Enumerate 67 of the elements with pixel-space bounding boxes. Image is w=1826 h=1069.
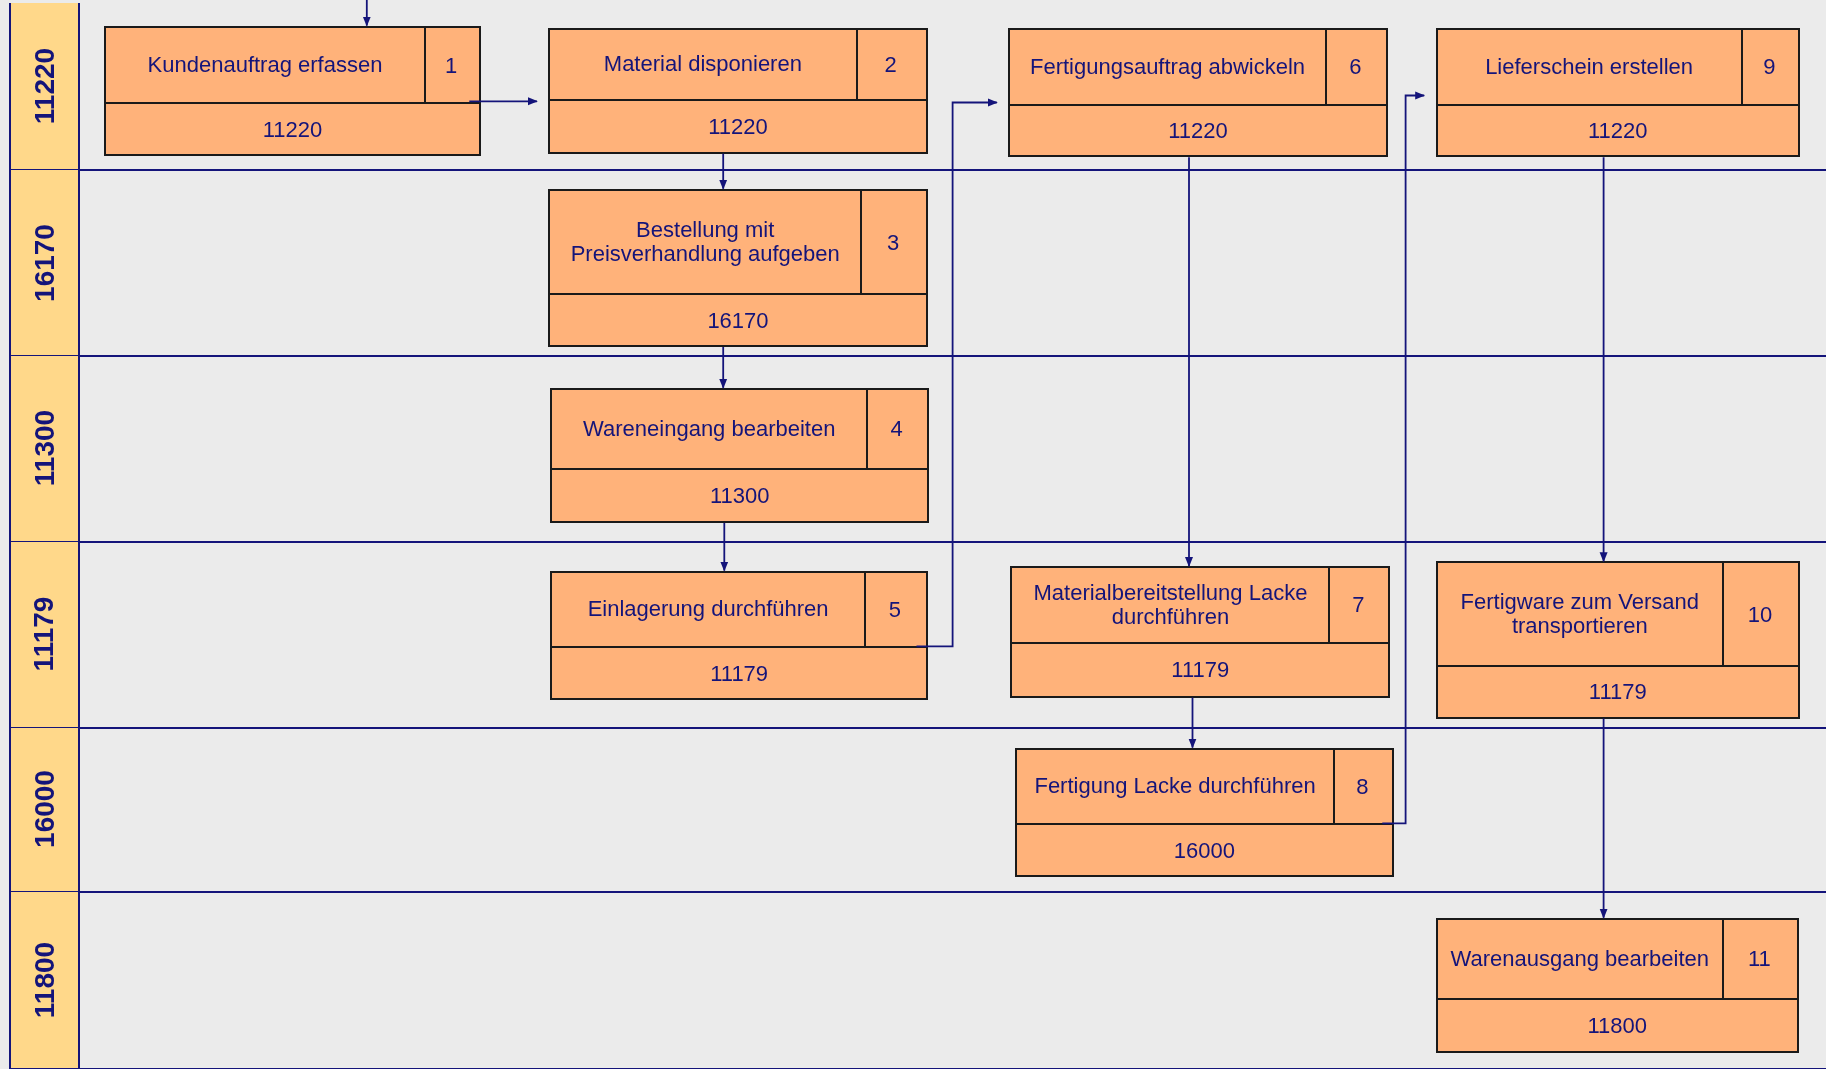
- department-code: 11179: [1171, 656, 1230, 685]
- process-title: Fertigung Lacke durchführen: [1034, 774, 1316, 799]
- process-title: Materialbereitstellung Lacke durchführen: [1032, 580, 1309, 629]
- process-box: [548, 27, 928, 154]
- process-title: Fertigware zum Versand transportieren: [1459, 589, 1700, 639]
- arrow: [1599, 156, 1608, 563]
- process-title: Einlagerung durchführen: [587, 597, 829, 622]
- swimlane: [9, 541, 1826, 729]
- step-number: 2: [884, 50, 897, 79]
- process-box: [550, 387, 929, 523]
- department-code: 11300: [709, 482, 770, 510]
- arrow: [1188, 696, 1197, 749]
- lane-label: 16170: [27, 223, 61, 302]
- process-box: [550, 570, 928, 700]
- step-number: 8: [1356, 772, 1369, 801]
- arrow: [719, 346, 728, 389]
- step-number: 5: [888, 595, 901, 624]
- process-title: Fertigungsauftrag abwickeln: [1029, 54, 1306, 79]
- swimlane: [9, 356, 1826, 543]
- process-title: Wareneingang bearbeiten: [583, 416, 836, 442]
- process-box: [1015, 747, 1394, 877]
- process-title: Kundenauftrag erfassen: [147, 52, 383, 78]
- process-box: [1008, 27, 1388, 158]
- lane-label: 11179: [27, 596, 61, 672]
- step-number: 9: [1763, 53, 1776, 82]
- step-number: 1: [444, 51, 458, 80]
- step-number: 7: [1352, 591, 1365, 620]
- process-title: Material disponieren: [603, 52, 802, 77]
- process-box: [1435, 27, 1801, 158]
- step-number: 10: [1747, 600, 1773, 629]
- department-code: 16170: [707, 306, 769, 335]
- process-title: Warenausgang bearbeiten: [1450, 946, 1709, 971]
- arrow: [1185, 156, 1193, 567]
- step-number: 6: [1349, 53, 1362, 82]
- arrow: [719, 152, 728, 190]
- arrow: [468, 97, 538, 106]
- department-code: 11220: [1588, 116, 1648, 145]
- swimlane: [9, 170, 1826, 358]
- lane-label: 16000: [27, 770, 61, 849]
- process-box: [1010, 565, 1391, 698]
- department-code: 16000: [1173, 836, 1235, 865]
- arrow: [915, 98, 998, 648]
- step-number: 4: [890, 415, 903, 444]
- arrow: [362, 0, 371, 27]
- arrow: [720, 522, 729, 572]
- step-number: 3: [886, 228, 900, 257]
- lane-label: 11800: [27, 941, 61, 1019]
- process-box: [104, 25, 481, 157]
- department-code: 11179: [1588, 678, 1647, 707]
- department-code: 11220: [262, 115, 323, 144]
- process-box: [548, 188, 928, 347]
- process-box: [1435, 561, 1801, 719]
- swimlane: [9, 727, 1826, 893]
- department-code: 11220: [1168, 116, 1228, 145]
- department-code: 11800: [1587, 1011, 1647, 1040]
- process-title: Bestellung mit Preisverhandlung aufgeben: [569, 217, 841, 267]
- step-number: 11: [1748, 945, 1771, 974]
- arrow: [1599, 717, 1608, 919]
- process-box: [1435, 917, 1799, 1053]
- lane-label: 11220: [27, 48, 61, 125]
- department-code: 11220: [708, 112, 768, 141]
- arrow: [1381, 91, 1426, 825]
- department-code: 11179: [710, 659, 769, 688]
- process-title: Lieferschein erstellen: [1485, 54, 1694, 79]
- swimlane: [9, 3, 1826, 171]
- swimlane: [9, 892, 1826, 1069]
- lane-label: 11300: [27, 410, 61, 487]
